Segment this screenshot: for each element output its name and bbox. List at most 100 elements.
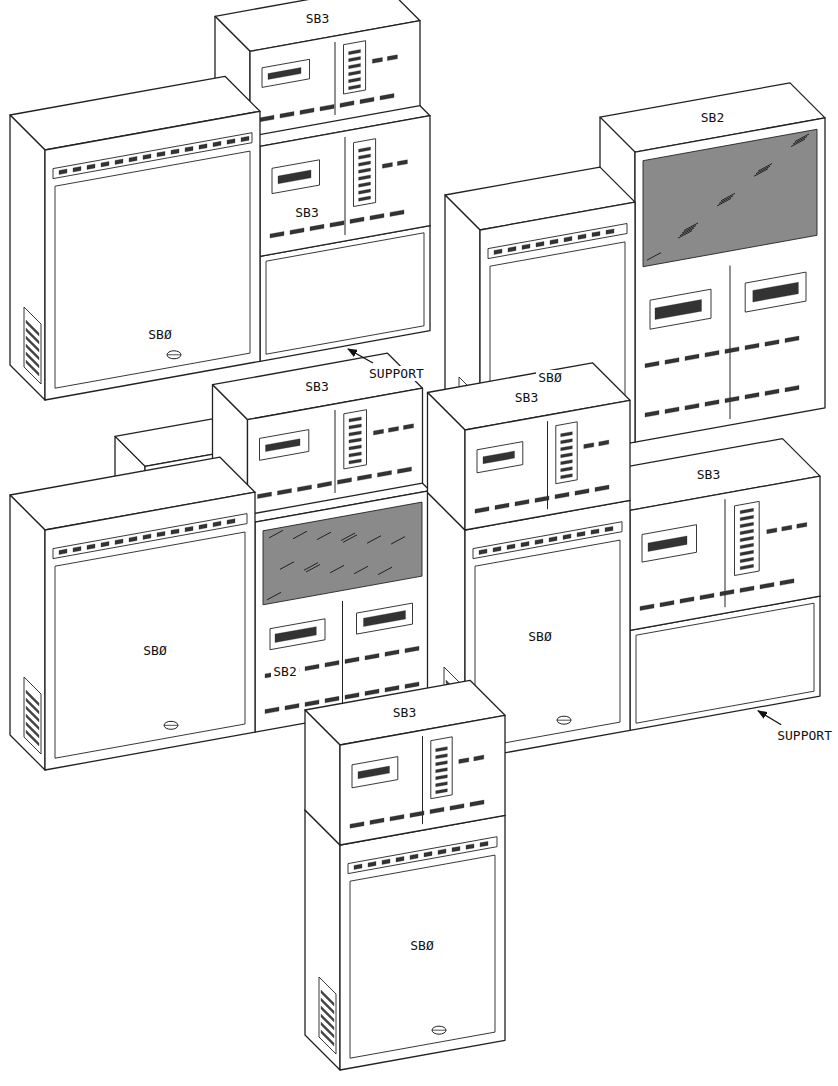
display-line [436, 761, 448, 766]
text-bar [685, 354, 699, 361]
cabinet-front [250, 21, 420, 137]
circuit-trace [267, 592, 281, 600]
display-line [349, 431, 361, 436]
text-bar [258, 492, 272, 499]
display-line [436, 775, 448, 780]
text-bar [300, 108, 314, 115]
text-bar [320, 104, 334, 111]
text-bar [397, 160, 407, 166]
vent-slot [438, 849, 446, 855]
cabinet-front [465, 400, 630, 530]
unit-label: SB3 [304, 11, 331, 26]
text-bar [725, 396, 739, 403]
text-bar [390, 210, 404, 217]
vent-slot [507, 544, 515, 549]
text-bar [265, 707, 279, 714]
text-bar [278, 489, 292, 496]
vent-slot [522, 244, 530, 249]
display-line [359, 196, 371, 201]
cabinet-front [45, 111, 260, 400]
text-bar [365, 653, 379, 660]
display-line [740, 536, 753, 541]
grille-slot [321, 1022, 334, 1038]
text-bar [410, 811, 424, 818]
vent-slot [157, 531, 165, 536]
vent-slot [227, 519, 235, 524]
grille-slot [26, 730, 39, 746]
text-bar [340, 101, 354, 108]
vent-slot [368, 862, 376, 868]
display-line [561, 474, 573, 479]
circuit-trace [280, 562, 294, 570]
door-panel [55, 532, 245, 758]
cabinet-front [260, 116, 430, 257]
vent-slot [382, 859, 390, 864]
text-bar [797, 523, 807, 529]
text-bar [785, 385, 799, 392]
display [344, 41, 366, 94]
leader-arrow [758, 711, 781, 725]
panel-divider [730, 266, 731, 420]
display-line [740, 529, 753, 534]
panel-divider [345, 137, 346, 235]
circuit-trace [343, 535, 357, 543]
vent-slot [396, 857, 404, 862]
panel-divider [422, 736, 423, 824]
vent-slot [424, 851, 432, 857]
display-line [349, 50, 361, 55]
circuit-trace [269, 530, 283, 538]
grille-slot [26, 360, 39, 376]
display-line [349, 71, 361, 76]
text-bar [370, 818, 384, 825]
panel-divider [547, 421, 548, 509]
display-line [349, 452, 361, 457]
text-bar [780, 579, 794, 586]
drive-slot [477, 442, 523, 473]
display-line [740, 543, 753, 548]
grille-slot [321, 998, 334, 1014]
text-bar [595, 485, 609, 492]
text-bar [378, 471, 392, 478]
display-line [359, 147, 371, 152]
text-bar [575, 489, 589, 496]
door-panel [55, 151, 250, 388]
display-line [359, 182, 371, 187]
grille-slot [26, 336, 39, 352]
text-bar [374, 429, 384, 435]
vent-slot [536, 242, 544, 247]
vent-band [348, 837, 497, 874]
vent-slot [591, 529, 599, 534]
display-line [561, 446, 573, 451]
drive-slot [745, 272, 806, 312]
vent-slot [227, 139, 235, 144]
text-bar [700, 593, 714, 600]
vent-slot [605, 526, 613, 531]
display-line [740, 508, 753, 513]
display-line [349, 57, 361, 62]
text-bar [645, 361, 659, 368]
vent-band [53, 133, 252, 179]
vent-slot [564, 236, 572, 242]
vent-slot [354, 864, 362, 870]
display-line [349, 424, 361, 429]
cabinet-front [340, 815, 505, 1070]
text-bar [387, 55, 397, 61]
text-bar [740, 586, 754, 593]
grille-slot [26, 714, 39, 730]
unit-label: SB3 [513, 390, 540, 405]
text-bar [385, 686, 399, 693]
cabinet-front [45, 492, 255, 770]
circuit-trace [647, 253, 661, 261]
unit-label: SB3 [391, 705, 418, 720]
text-bar [459, 758, 469, 764]
text-bar [475, 507, 489, 514]
display-line [561, 453, 573, 458]
cabinet-side [10, 495, 45, 770]
display-line [561, 439, 573, 444]
vent-slot [577, 531, 585, 536]
text-bar [298, 485, 312, 492]
text-bar [305, 700, 319, 707]
drive-slot [357, 603, 413, 634]
